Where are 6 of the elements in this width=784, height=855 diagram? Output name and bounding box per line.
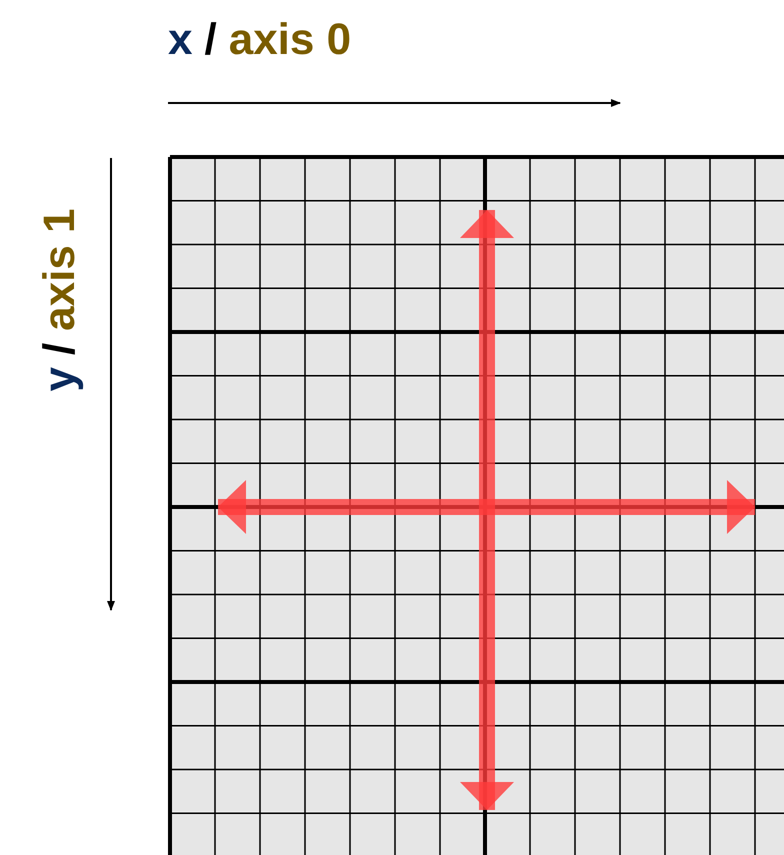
axis-label: axis 0 [228,18,352,62]
separator-slash: / [204,18,217,62]
separator-slash: / [38,342,82,356]
axis-variable: y [38,367,82,392]
axis-label: axis 1 [38,208,82,331]
axis-variable: x [168,18,192,62]
